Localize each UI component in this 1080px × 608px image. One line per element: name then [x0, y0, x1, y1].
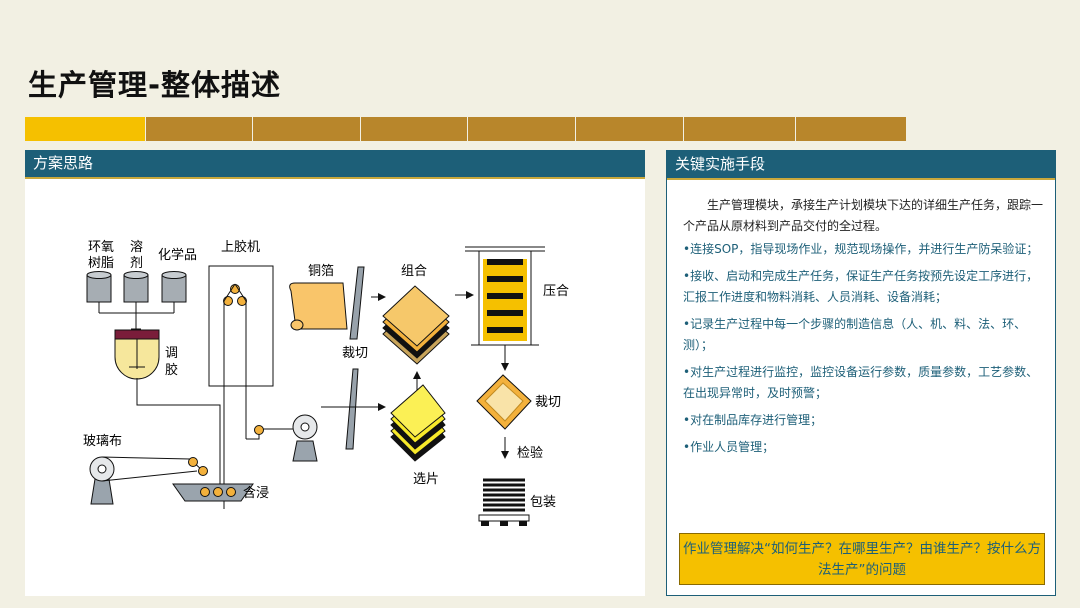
blade-top — [349, 266, 365, 340]
pack-label: 包装 — [530, 495, 556, 510]
copper-foil-label: 铜箔 — [308, 263, 334, 279]
key-measures-panel: 关键实施手段 生产管理模块，承接生产计划模块下达的详细生产任务，跟踪一个产品从原… — [666, 150, 1056, 596]
stripe-segment — [796, 117, 907, 141]
mix-glue-label: 调 — [165, 346, 178, 361]
list-item: •对在制品库存进行管理； — [683, 413, 823, 427]
combine-label: 组合 — [401, 264, 427, 279]
glue-machine-frame — [208, 265, 274, 387]
epoxy-label-2: 树脂 — [88, 256, 114, 271]
epoxy-label: 环氧 — [88, 240, 114, 255]
summary-box: 作业管理解决“如何生产？在哪里生产？由谁生产？按什么方法生产”的问题 — [679, 533, 1045, 585]
glass-cloth-label: 玻璃布 — [83, 434, 122, 449]
title-stripe — [25, 117, 907, 141]
prepreg-roll — [292, 414, 318, 462]
chemicals-label: 化学品 — [158, 247, 197, 263]
glue-rollers — [223, 283, 247, 306]
solvent-label: 溶 — [130, 240, 143, 255]
page-title: 生产管理-整体描述 — [28, 68, 282, 102]
stripe-segment — [468, 117, 576, 141]
stripe-segment — [146, 117, 253, 141]
stripe-segment — [253, 117, 361, 141]
list-item: •作业人员管理； — [683, 440, 775, 454]
glass-cloth-roll — [89, 456, 115, 505]
select-stack — [390, 384, 446, 462]
list-item: •接收、启动和完成生产任务，保证生产任务按预先设定工序进行，汇报工作进度和物料消… — [683, 269, 1039, 304]
intro-paragraph: 生产管理模块，承接生产计划模块下达的详细生产任务，跟踪一个产品从原材料到产品交付… — [683, 198, 1044, 233]
impregnate-label: 含浸 — [243, 485, 269, 501]
measures-list: •连接SOP，指导现场作业，规范现场操作，并进行生产防呆验证； •接收、启动和完… — [683, 239, 1045, 464]
press-label: 压合 — [543, 284, 569, 299]
stripe-segment — [576, 117, 684, 141]
barrel-solvent — [123, 271, 149, 303]
solution-panel: 方案思路 环氧 树脂 溶 剂 化学品 — [25, 150, 645, 596]
cut1-label: 裁切 — [342, 345, 368, 361]
solvent-label-2: 剂 — [130, 256, 143, 271]
stripe-segment — [361, 117, 468, 141]
mix-glue-label-2: 胶 — [165, 362, 178, 378]
list-item: •记录生产过程中每一个步骤的制造信息（人、机、料、法、环、测）； — [683, 317, 1027, 352]
combine-stack — [382, 285, 450, 365]
list-item: •对生产过程进行监控，监控设备运行参数，质量参数，工艺参数、在出现异常时，及时预… — [683, 365, 1039, 400]
mixer-tank — [114, 329, 160, 380]
select-label: 选片 — [413, 472, 439, 487]
solution-panel-header: 方案思路 — [25, 150, 645, 179]
stripe-segment — [684, 117, 796, 141]
cut-board — [476, 374, 532, 430]
list-item: •连接SOP，指导现场作业，规范现场操作，并进行生产防呆验证； — [683, 242, 1039, 256]
glue-machine-label: 上胶机 — [221, 239, 260, 255]
package-stack — [478, 477, 530, 526]
barrel-chemicals — [161, 271, 187, 303]
blade-bottom — [345, 368, 359, 450]
inspect-label: 检验 — [517, 445, 543, 461]
cut2-label: 裁切 — [535, 394, 561, 410]
impregnate-tank — [172, 483, 254, 502]
press-machine — [465, 246, 545, 346]
key-measures-panel-header: 关键实施手段 — [667, 151, 1055, 180]
stripe-segment — [25, 117, 146, 141]
process-diagram: 环氧 树脂 溶 剂 化学品 调 胶 上 — [83, 239, 569, 526]
barrel-epoxy — [86, 271, 112, 303]
